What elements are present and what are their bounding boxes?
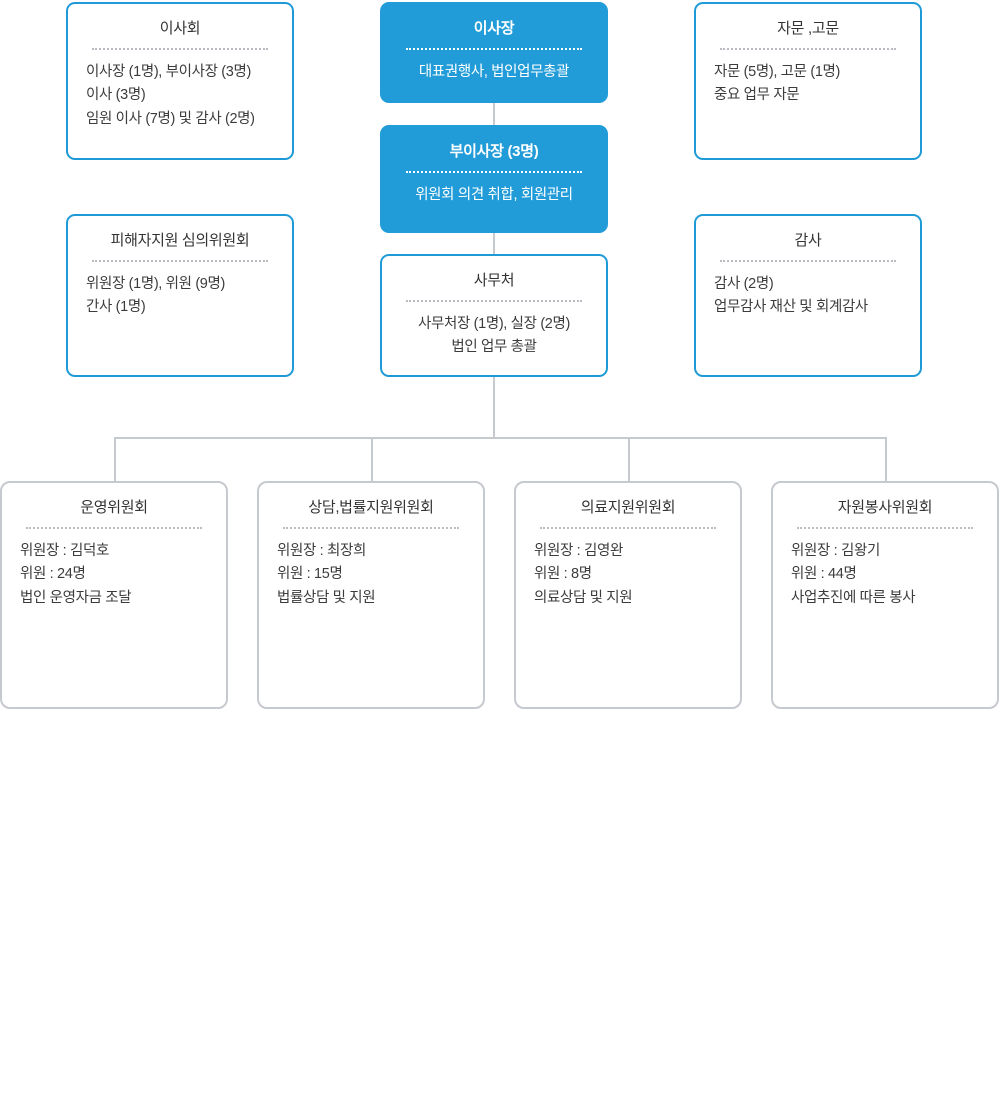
node-medical-committee-line-1: 위원장 : 김영완	[534, 542, 623, 559]
connector-drop-medical	[628, 437, 630, 481]
node-legal-committee-title: 상담,법률지원위원회	[308, 499, 434, 516]
node-auditor-body: 감사 (2명) 업무감사 재산 및 회계감사	[714, 273, 902, 320]
node-steering-committee-line-3: 법인 운영자금 조달	[20, 589, 132, 606]
connector-drop-steering	[114, 437, 116, 481]
node-auditor[interactable]: 감사 감사 (2명) 업무감사 재산 및 회계감사	[694, 214, 922, 377]
connector-drop-legal	[371, 437, 373, 481]
node-victim-support-committee-body: 위원장 (1명), 위원 (9명) 간사 (1명)	[86, 273, 274, 320]
node-secretariat[interactable]: 사무처 사무처장 (1명), 실장 (2명) 법인 업무 총괄	[380, 254, 608, 377]
node-victim-support-committee[interactable]: 피해자지원 심의위원회 위원장 (1명), 위원 (9명) 간사 (1명)	[66, 214, 294, 377]
node-legal-committee[interactable]: 상담,법률지원위원회 위원장 : 최장희 위원 : 15명 법률상담 및 지원	[257, 481, 485, 709]
node-advisor-body: 자문 (5명), 고문 (1명) 중요 업무 자문	[714, 61, 902, 108]
node-vice-chairman-divider	[406, 170, 582, 173]
node-chairman-divider	[406, 47, 582, 50]
node-advisor-title: 자문 ,고문	[777, 20, 839, 37]
node-advisor-line-2: 중요 업무 자문	[714, 87, 800, 104]
node-volunteer-committee-title: 자원봉사위원회	[837, 499, 933, 516]
node-chairman[interactable]: 이사장 대표권행사, 법인업무총괄	[380, 2, 608, 103]
node-volunteer-committee-line-2: 위원 : 44명	[791, 566, 857, 583]
node-chairman-line-1: 대표권행사, 법인업무총괄	[418, 63, 570, 80]
node-chairman-title: 이사장	[473, 20, 515, 37]
node-auditor-divider	[720, 259, 896, 262]
node-board-line-2: 이사 (3명)	[86, 87, 146, 104]
node-advisor-line-1: 자문 (5명), 고문 (1명)	[714, 63, 840, 80]
node-advisor[interactable]: 자문 ,고문 자문 (5명), 고문 (1명) 중요 업무 자문	[694, 2, 922, 160]
node-legal-committee-line-1: 위원장 : 최장희	[277, 542, 366, 559]
node-medical-committee-line-2: 위원 : 8명	[534, 566, 592, 583]
node-volunteer-committee[interactable]: 자원봉사위원회 위원장 : 김왕기 위원 : 44명 사업추진에 따른 봉사	[771, 481, 999, 709]
node-victim-support-committee-divider	[92, 259, 268, 262]
node-board-divider	[92, 47, 268, 50]
node-volunteer-committee-line-1: 위원장 : 김왕기	[791, 542, 880, 559]
node-board-line-1: 이사장 (1명), 부이사장 (3명)	[86, 63, 251, 80]
node-volunteer-committee-divider	[797, 526, 973, 529]
node-board[interactable]: 이사회 이사장 (1명), 부이사장 (3명) 이사 (3명) 임원 이사 (7…	[66, 2, 294, 160]
node-secretariat-divider	[406, 299, 582, 302]
node-steering-committee-line-1: 위원장 : 김덕호	[20, 542, 109, 559]
node-secretariat-line-2: 법인 업무 총괄	[451, 339, 537, 356]
node-auditor-line-2: 업무감사 재산 및 회계감사	[714, 299, 868, 316]
node-vice-chairman-body: 위원회 의견 취합, 회원관리	[400, 184, 588, 207]
node-volunteer-committee-body: 위원장 : 김왕기 위원 : 44명 사업추진에 따른 봉사	[791, 540, 979, 610]
node-advisor-divider	[720, 47, 896, 50]
node-victim-support-committee-title: 피해자지원 심의위원회	[110, 232, 250, 249]
connector-chairman-to-vice	[493, 103, 495, 125]
node-medical-committee[interactable]: 의료지원위원회 위원장 : 김영완 위원 : 8명 의료상담 및 지원	[514, 481, 742, 709]
node-auditor-line-1: 감사 (2명)	[714, 275, 774, 292]
connector-secretariat-drop	[493, 377, 495, 438]
node-volunteer-committee-line-3: 사업추진에 따른 봉사	[791, 589, 916, 606]
node-steering-committee-body: 위원장 : 김덕호 위원 : 24명 법인 운영자금 조달	[20, 540, 208, 610]
node-medical-committee-body: 위원장 : 김영완 위원 : 8명 의료상담 및 지원	[534, 540, 722, 610]
node-legal-committee-body: 위원장 : 최장희 위원 : 15명 법률상담 및 지원	[277, 540, 465, 610]
node-vice-chairman[interactable]: 부이사장 (3명) 위원회 의견 취합, 회원관리	[380, 125, 608, 233]
node-vice-chairman-line-1: 위원회 의견 취합, 회원관리	[415, 186, 573, 203]
node-steering-committee-divider	[26, 526, 202, 529]
node-auditor-title: 감사	[794, 232, 822, 249]
node-board-body: 이사장 (1명), 부이사장 (3명) 이사 (3명) 임원 이사 (7명) 및…	[86, 61, 274, 131]
node-legal-committee-line-3: 법률상담 및 지원	[277, 589, 376, 606]
node-victim-support-committee-line-2: 간사 (1명)	[86, 299, 146, 316]
node-secretariat-body: 사무처장 (1명), 실장 (2명) 법인 업무 총괄	[400, 313, 588, 360]
node-board-line-3: 임원 이사 (7명) 및 감사 (2명)	[86, 110, 255, 127]
connector-vice-to-secretariat	[493, 232, 495, 254]
node-victim-support-committee-line-1: 위원장 (1명), 위원 (9명)	[86, 275, 225, 292]
node-legal-committee-line-2: 위원 : 15명	[277, 566, 343, 583]
node-chairman-body: 대표권행사, 법인업무총괄	[400, 61, 588, 84]
node-board-title: 이사회	[159, 20, 201, 37]
node-vice-chairman-title: 부이사장 (3명)	[449, 143, 539, 160]
connector-committee-bus	[114, 437, 887, 439]
node-steering-committee-line-2: 위원 : 24명	[20, 566, 86, 583]
node-medical-committee-divider	[540, 526, 716, 529]
node-legal-committee-divider	[283, 526, 459, 529]
node-secretariat-line-1: 사무처장 (1명), 실장 (2명)	[418, 315, 570, 332]
connector-drop-volunteer	[885, 437, 887, 481]
node-secretariat-title: 사무처	[473, 272, 515, 289]
node-medical-committee-line-3: 의료상담 및 지원	[534, 589, 633, 606]
node-medical-committee-title: 의료지원위원회	[580, 499, 676, 516]
node-steering-committee[interactable]: 운영위원회 위원장 : 김덕호 위원 : 24명 법인 운영자금 조달	[0, 481, 228, 709]
node-steering-committee-title: 운영위원회	[80, 499, 148, 516]
